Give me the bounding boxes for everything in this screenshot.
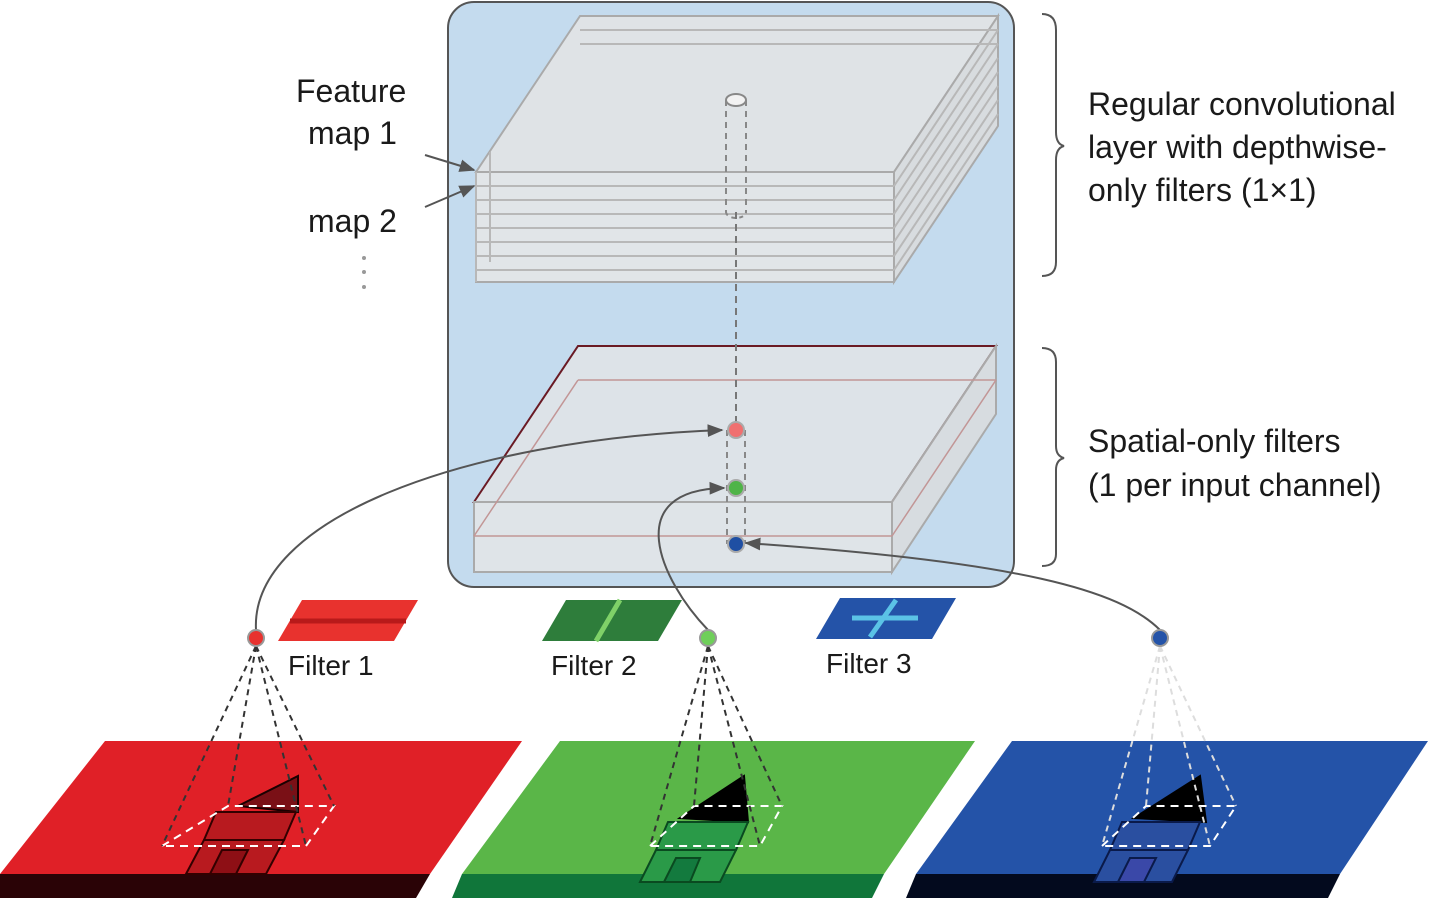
- regular-layer-label-line3: only filters (1×1): [1088, 172, 1317, 208]
- blue-output-dot: [727, 535, 745, 553]
- filter2-swatch: [542, 598, 682, 643]
- green-house-icon: [638, 774, 750, 883]
- blue-house-icon: [1092, 774, 1208, 883]
- green-connection-arrow: [657, 481, 726, 631]
- feature-map-label-line2: map 1: [308, 115, 397, 151]
- pointwise-filter-cylinder: [725, 93, 747, 219]
- spatial-filters-label-line1: Spatial-only filters: [1088, 423, 1341, 459]
- regular-layer-label-line2: layer with depthwise-: [1088, 129, 1387, 165]
- blue-input-channel: [906, 629, 1428, 898]
- red-output-dot: [727, 421, 745, 439]
- spatial-filters-label-line2: (1 per input channel): [1088, 467, 1382, 503]
- regular-layer-label-line1: Regular convolutional: [1088, 86, 1396, 122]
- vertical-ellipsis-dots: [362, 256, 366, 289]
- depthwise-column: [726, 430, 746, 544]
- red-house-icon: [184, 774, 299, 875]
- filter3-swatch: [816, 598, 956, 639]
- blue-input-dot: [1151, 629, 1169, 647]
- pointwise-layer: [474, 12, 1000, 286]
- feature-map1-arrow: [424, 154, 476, 172]
- bracket-top-icon: [1041, 13, 1065, 277]
- feature-map-label-line1: Feature: [296, 73, 406, 109]
- green-input-dot: [699, 629, 717, 647]
- filter1-swatch: [278, 600, 418, 641]
- red-input-dot: [247, 629, 265, 647]
- red-input-channel: [0, 629, 522, 898]
- red-connection-arrow: [254, 424, 724, 631]
- green-output-dot: [727, 479, 745, 497]
- depthwise-layer: [472, 212, 998, 576]
- blue-connection-arrow: [744, 537, 1161, 631]
- filter2-label: Filter 2: [551, 650, 637, 681]
- filter3-label: Filter 3: [826, 648, 912, 679]
- feature-map2-arrow: [424, 185, 476, 208]
- green-input-channel: [452, 629, 975, 898]
- filter1-label: Filter 1: [288, 650, 374, 681]
- map2-label: map 2: [308, 203, 397, 239]
- bracket-bottom-icon: [1041, 347, 1065, 567]
